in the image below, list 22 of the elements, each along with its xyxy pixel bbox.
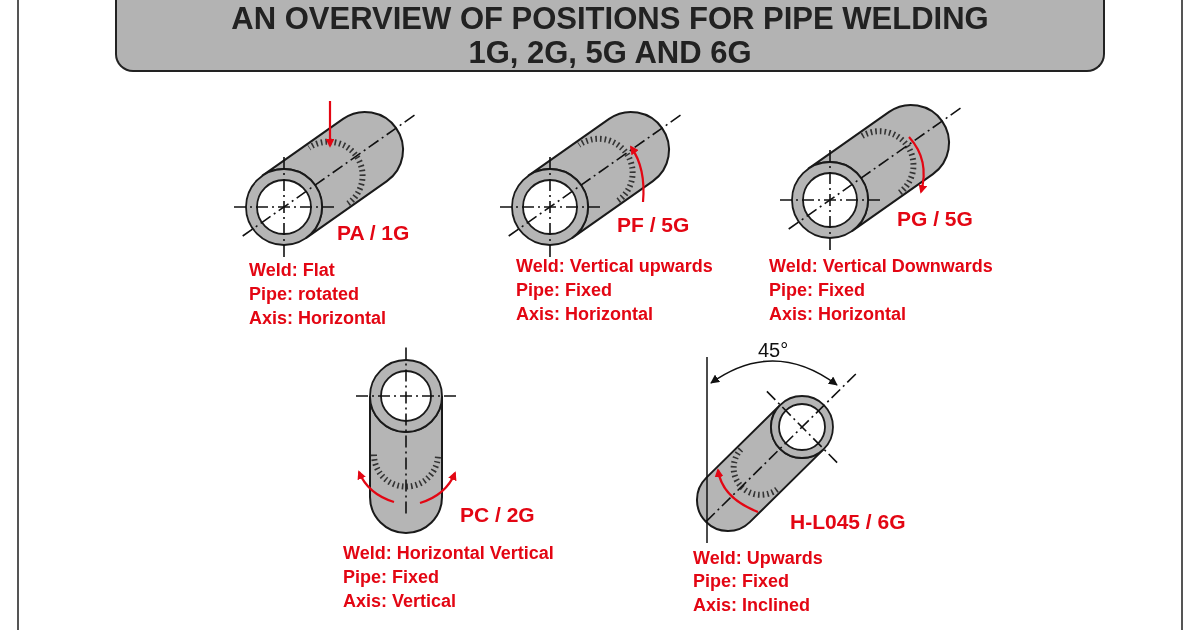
position-note: Axis: Horizontal xyxy=(769,303,906,326)
position-note: Axis: Horizontal xyxy=(249,307,386,330)
position-code: PC / 2G xyxy=(460,503,535,527)
position-note: Weld: Vertical Downwards xyxy=(769,255,993,278)
position-note: Pipe: Fixed xyxy=(516,279,613,302)
position-code: PA / 1G xyxy=(337,221,410,245)
title-banner: AN OVERVIEW OF POSITIONS FOR PIPE WELDING 1G, 2G, 5G AND 6G xyxy=(115,0,1105,72)
position-note: Pipe: Fixed xyxy=(343,566,440,589)
position-note: Pipe: Fixed xyxy=(693,570,790,593)
position-note: Weld: Upwards xyxy=(693,547,823,570)
position-note: Weld: Horizontal Vertical xyxy=(343,542,554,565)
position-note: Axis: Vertical xyxy=(343,590,457,613)
position-code: H-L045 / 6G xyxy=(790,510,906,534)
position-code: PF / 5G xyxy=(617,213,690,237)
position-note: Axis: Horizontal xyxy=(516,303,653,326)
position-note: Pipe: rotated xyxy=(249,283,359,306)
angle-label: 45° xyxy=(758,338,789,362)
position-code: PG / 5G xyxy=(897,207,973,231)
position-note: Weld: Flat xyxy=(249,259,335,282)
position-note: Axis: Inclined xyxy=(693,594,811,617)
position-note: Weld: Vertical upwards xyxy=(516,255,713,278)
position-note: Pipe: Fixed xyxy=(769,279,866,302)
